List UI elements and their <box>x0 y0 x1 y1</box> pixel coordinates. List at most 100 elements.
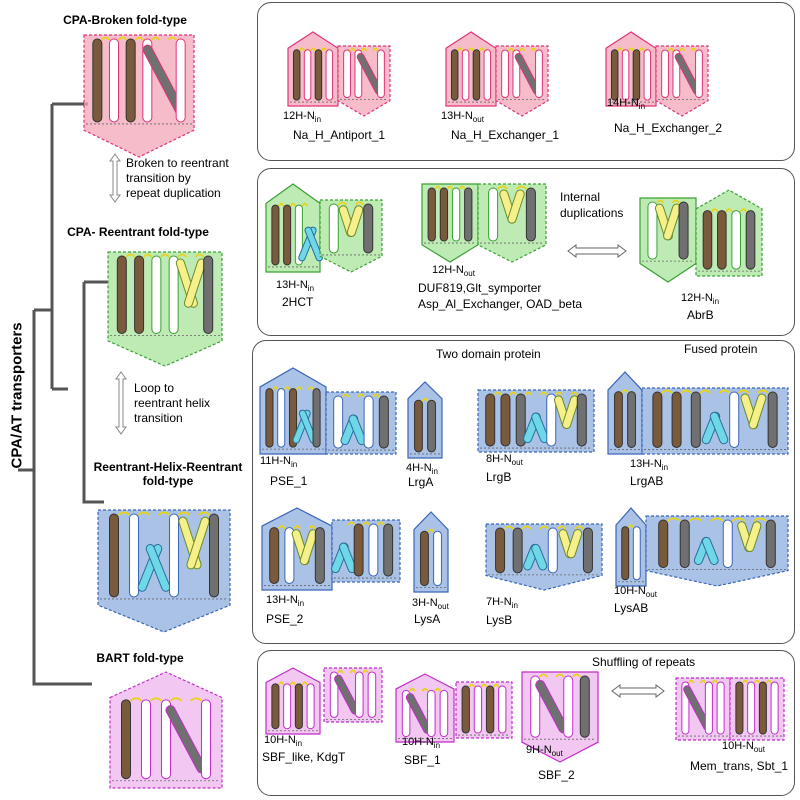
membrane-box <box>729 677 785 741</box>
helix <box>141 699 151 780</box>
loop <box>446 185 454 190</box>
helix-group <box>348 414 367 446</box>
helix <box>312 388 321 448</box>
loop <box>678 47 686 52</box>
helix <box>747 681 756 735</box>
label-family: SBF_2 <box>538 768 575 782</box>
loop <box>125 253 136 258</box>
label-family: LysAB <box>614 601 649 615</box>
helix-group <box>562 395 580 430</box>
helix <box>643 49 652 101</box>
helix <box>472 49 481 101</box>
helix <box>679 519 690 569</box>
helix <box>145 544 171 592</box>
label-topo: 7H-Nin <box>486 596 518 611</box>
fold-title-bart: BART fold-type <box>96 651 184 665</box>
helix <box>652 391 663 448</box>
helix-group <box>701 536 719 565</box>
helix <box>109 38 119 123</box>
loop <box>718 389 731 394</box>
topology-lrga <box>407 381 443 459</box>
loop <box>753 679 761 684</box>
helix <box>531 412 549 444</box>
helix <box>485 685 495 734</box>
helix <box>439 689 449 738</box>
label-topo: 8H-Nout <box>486 453 523 468</box>
fold-title-reentrant: CPA- Reentrant fold-type <box>67 225 209 239</box>
label-family: Na_H_Antiport_1 <box>293 128 386 142</box>
loop <box>753 517 767 522</box>
helix <box>450 49 459 101</box>
helix <box>745 521 762 553</box>
loop <box>337 201 348 206</box>
helix <box>294 683 303 730</box>
loop <box>574 525 585 530</box>
helix <box>175 38 186 123</box>
helix <box>134 255 145 335</box>
helix <box>363 203 374 254</box>
loop <box>421 687 429 692</box>
helix <box>269 527 280 584</box>
helix <box>109 513 119 598</box>
loop <box>310 47 316 52</box>
helix <box>265 388 274 448</box>
loop <box>570 391 579 396</box>
helix-group <box>745 521 762 553</box>
loop <box>699 389 712 394</box>
helix-group <box>531 412 549 444</box>
label-topo: 10H-Nin <box>264 734 303 749</box>
label-family: AbrB <box>687 308 714 322</box>
transition-2-line-3: transition <box>134 411 183 425</box>
helix <box>333 395 344 449</box>
helix <box>427 399 436 453</box>
helix <box>507 189 525 224</box>
loop <box>134 36 144 41</box>
helix <box>704 681 713 735</box>
helix <box>758 681 767 735</box>
loop <box>151 36 161 41</box>
helix <box>346 205 364 237</box>
helix <box>314 49 323 101</box>
loop <box>434 687 441 692</box>
helix <box>343 49 351 99</box>
loop <box>638 47 645 52</box>
topology-pse-2 <box>261 507 401 591</box>
helix <box>169 513 179 598</box>
loop <box>289 202 297 207</box>
loop <box>434 185 442 190</box>
membrane-box <box>615 507 647 587</box>
transition-arrow-1 <box>109 153 121 203</box>
loop <box>129 697 143 702</box>
loop <box>671 199 680 204</box>
loop <box>427 528 435 533</box>
label-family: DUF819,Glt_symporter <box>418 281 542 295</box>
helix <box>433 530 442 587</box>
helix <box>562 395 580 430</box>
loop <box>283 386 291 391</box>
membrane-box <box>455 681 513 739</box>
helix <box>348 414 367 446</box>
helix <box>151 255 162 335</box>
helix <box>690 391 701 448</box>
helix <box>303 49 312 101</box>
loop <box>530 47 537 52</box>
loop <box>621 389 629 394</box>
loop <box>688 679 695 684</box>
helix-group <box>304 226 323 262</box>
helix <box>512 527 523 574</box>
helix <box>621 526 630 581</box>
helix <box>531 543 548 571</box>
helix-group <box>145 544 171 592</box>
topology-pse-1 <box>259 367 397 455</box>
helix <box>647 201 658 260</box>
loop <box>307 386 314 391</box>
helix-group <box>299 529 318 566</box>
helix <box>495 527 506 574</box>
loop <box>349 47 356 52</box>
helix <box>294 204 303 266</box>
loop <box>539 525 549 530</box>
helix <box>671 391 682 448</box>
topology-abrb <box>639 189 763 283</box>
label-topo: 12H-Nin <box>283 110 322 125</box>
